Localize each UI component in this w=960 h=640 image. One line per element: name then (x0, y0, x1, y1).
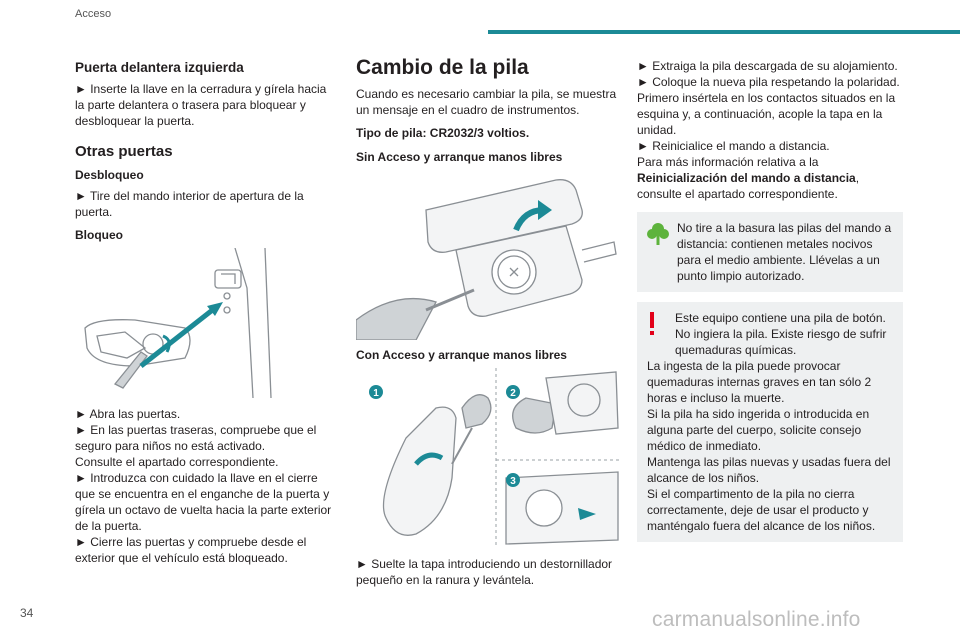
locking-step-2: ► En las puertas traseras, compruebe que… (75, 423, 317, 453)
locking-step-5: ► Cierre las puertas y compruebe desde e… (75, 535, 307, 565)
key-battery-illustration (356, 179, 617, 340)
heading-front-left-door: Puerta delantera izquierda (75, 60, 244, 75)
locking-step-1: ► Abra las puertas. (75, 407, 181, 421)
heading-without-keyless: Sin Acceso y arranque manos libres (356, 150, 563, 164)
battery-step-reinit: ► Reinicialice el mando a distancia. (637, 139, 830, 153)
heading-unlocking: Desbloqueo (75, 168, 144, 182)
battery-intro-text: Cuando es necesario cambiar la pila, se … (356, 87, 617, 117)
watermark: carmanualsonline.info (652, 608, 861, 631)
battery-more-info: Para más información relativa a la (637, 155, 819, 169)
door-lock-illustration (84, 248, 272, 398)
release-cover-step: ► Suelte la tapa introduciendo un destor… (356, 557, 613, 587)
warning-exclamation-icon (650, 312, 654, 335)
battery-type: Tipo de pila: CR2032/3 voltios. (356, 126, 530, 140)
unlocking-text: ► Tire del mando interior de apertura de… (75, 189, 304, 219)
header-accent-bar (488, 30, 960, 34)
figure-label-3: 3 (510, 476, 516, 487)
locking-step-3: Consulte el apartado correspondiente. (75, 455, 279, 469)
heading-battery-change: Cambio de la pila (356, 56, 529, 79)
figure-label-2: 2 (510, 388, 516, 399)
warning-line-5: Si el compartimento de la pila no cierra… (647, 487, 876, 533)
heading-locking: Bloqueo (75, 228, 123, 242)
warning-line-4: Mantenga las pilas nuevas y usadas fuera… (647, 455, 891, 485)
battery-reference: Reinicialización del mando a distancia, (637, 171, 860, 185)
eco-note: No tire a la basura las pilas del mando … (637, 212, 903, 292)
keyless-battery-illustration: 1 2 3 (369, 368, 622, 546)
battery-step-remove: ► Extraiga la pila descargada de su aloj… (637, 59, 898, 73)
running-header: Acceso (75, 8, 112, 20)
warning-line-2: La ingesta de la pila puede provocar que… (647, 359, 872, 405)
warning-line-1: Este equipo contiene una pila de botón. … (675, 311, 887, 357)
column-doors: Puerta delantera izquierda ► Inserte la … (75, 52, 337, 566)
warning-note: Este equipo contiene una pila de botón. … (637, 302, 903, 542)
figure-label-1: 1 (373, 388, 379, 399)
heading-with-keyless: Con Acceso y arranque manos libres (356, 348, 567, 362)
front-left-door-text: ► Inserte la llave en la cerradura y gír… (75, 82, 327, 128)
battery-reference-tail: consulte el apartado correspondiente. (637, 187, 838, 201)
page-number: 34 (20, 606, 34, 620)
heading-other-doors: Otras puertas (75, 143, 173, 160)
eco-tree-icon (647, 223, 669, 245)
locking-step-4: ► Introduzca con cuidado la llave en el … (75, 471, 332, 533)
eco-note-text: No tire a la basura las pilas del mando … (677, 221, 892, 283)
warning-line-3: Si la pila ha sido ingerida o introducid… (647, 407, 870, 453)
column-battery-change: Cambio de la pila Cuando es necesario ca… (356, 52, 622, 596)
reference-link-text: Reinicialización del mando a distancia (637, 171, 856, 185)
battery-step-insert: ► Coloque la nueva pila respetando la po… (637, 75, 900, 137)
column-battery-steps: ► Extraiga la pila descargada de su aloj… (637, 52, 903, 552)
